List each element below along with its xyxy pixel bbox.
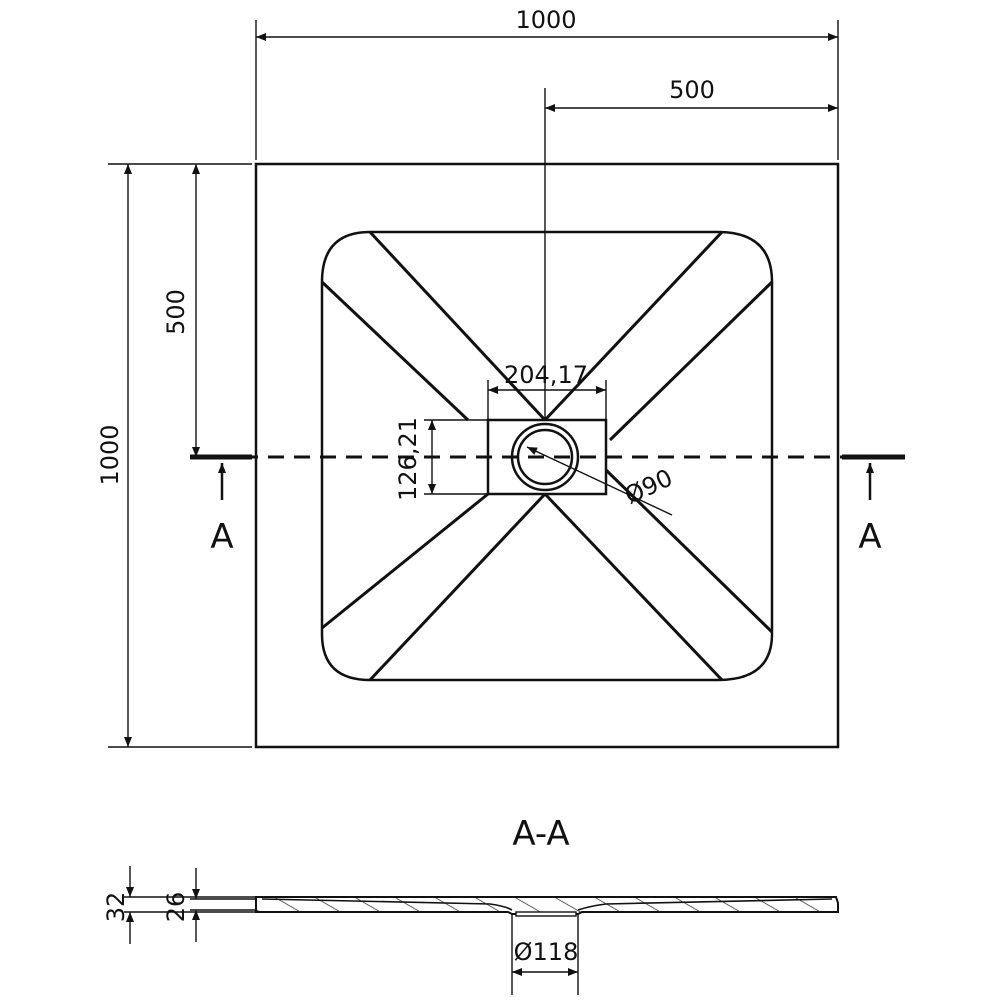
label-overall-width: 1000 [515,6,576,34]
section-view [255,896,839,917]
label-grate-width: 204,17 [504,361,588,389]
label-total-thickness: 32 [102,892,130,923]
section-title: A-A [512,814,569,854]
label-drain-diameter: Ø90 [620,464,677,510]
label-edge-thickness: 26 [162,892,190,923]
section-marker-right: A [858,517,881,557]
plan-dimension-labels: 1000 500 1000 500 204,17 126,21 Ø90 [96,6,715,510]
label-outlet-diameter: Ø118 [514,938,579,966]
tray-plan-view: A A [190,162,905,749]
tray-inner-basin [320,230,774,682]
section-dimension-labels: 32 26 Ø118 [102,892,578,966]
label-half-width: 500 [669,76,715,104]
label-half-height: 500 [162,289,190,335]
label-overall-height: 1000 [96,424,124,485]
plan-dimensions [108,20,839,748]
section-marker-left: A [210,517,233,557]
section-outlet [515,911,577,917]
drain-diameter-leader [526,446,673,516]
section-dimensions [124,866,579,995]
section-profile [255,896,839,915]
label-grate-height: 126,21 [394,417,422,501]
section-slope-line [261,898,833,911]
